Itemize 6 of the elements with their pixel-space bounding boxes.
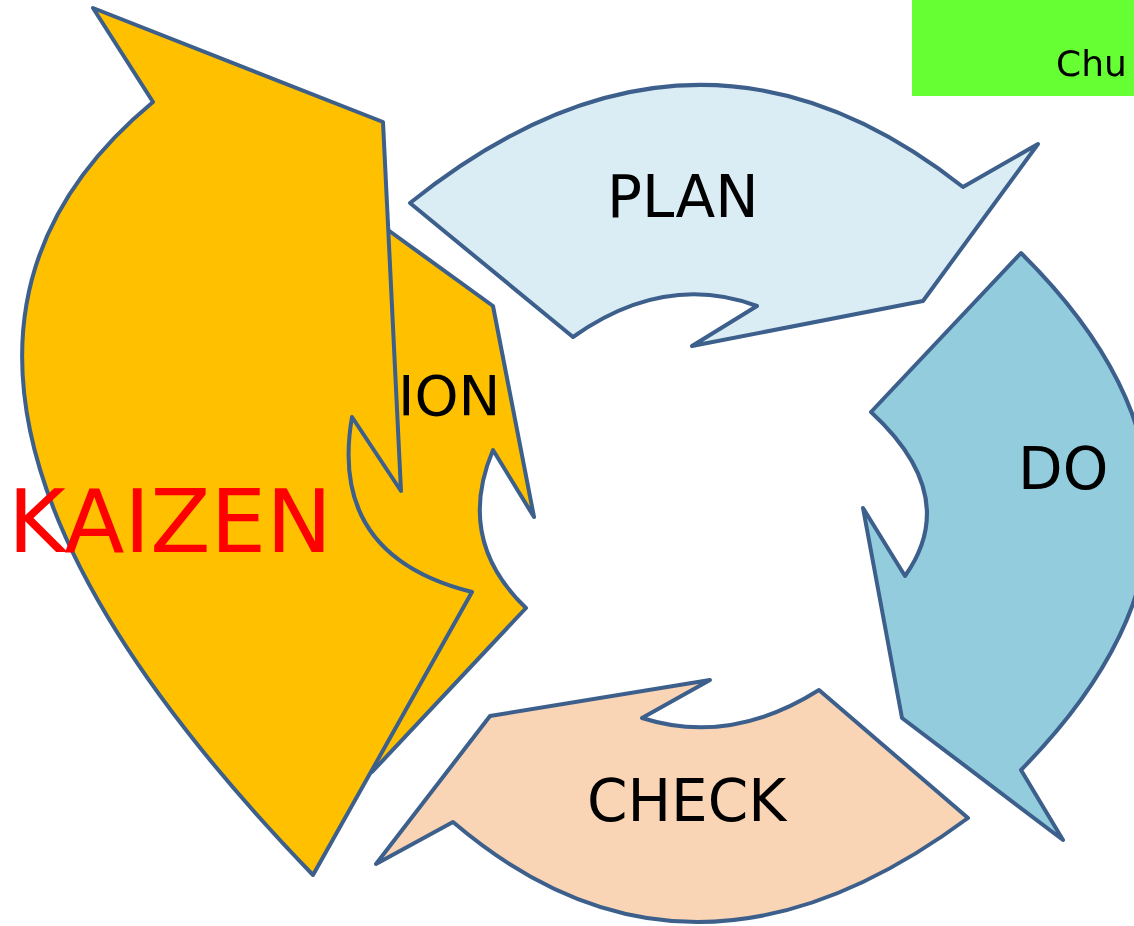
note-text: Chu [1056, 46, 1127, 82]
arrow-label: CHECK [587, 772, 787, 830]
arrow-label: ION [398, 368, 501, 424]
arrow-label: PLAN [607, 168, 759, 226]
arrow-label: DO [1018, 440, 1109, 498]
note-box [912, 0, 1134, 96]
